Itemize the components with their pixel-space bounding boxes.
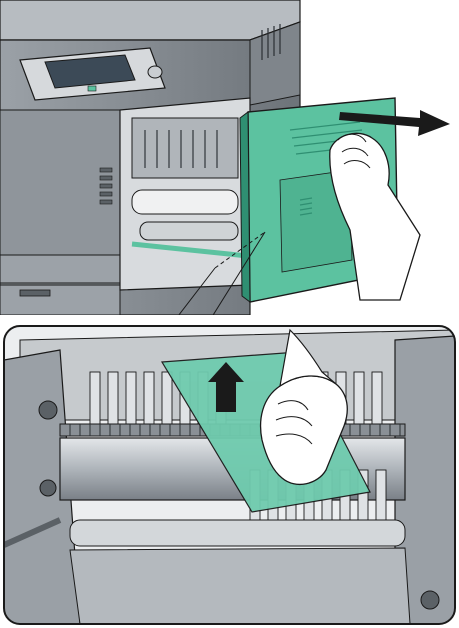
left-knob xyxy=(39,401,57,419)
paper-tray-1 xyxy=(0,255,120,283)
printer-top-surface xyxy=(0,0,300,40)
paper-tray-2 xyxy=(0,285,120,315)
tray-handle xyxy=(20,290,50,296)
lower-tray xyxy=(70,548,410,624)
right-knob xyxy=(421,591,439,609)
power-button xyxy=(148,66,162,78)
jam-detail-callout xyxy=(4,326,455,624)
left-knob-2 xyxy=(40,480,56,496)
status-led xyxy=(88,86,96,91)
transfer-roller xyxy=(132,190,238,214)
lower-roller xyxy=(70,520,405,546)
printer-overview xyxy=(0,0,450,320)
fuser-unit xyxy=(132,118,238,178)
registration-roller xyxy=(140,222,238,240)
front-panel xyxy=(0,110,120,315)
